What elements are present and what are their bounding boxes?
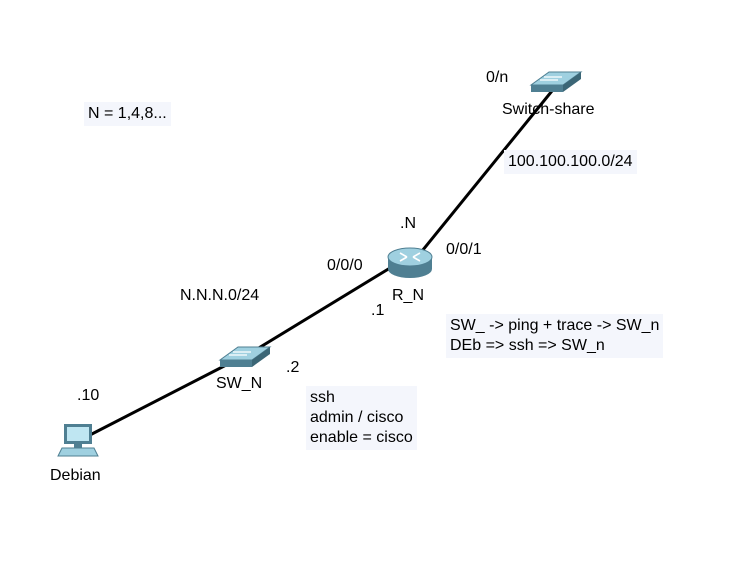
- router-addr-label: .N: [400, 215, 416, 232]
- link-sw-debian: [87, 360, 233, 438]
- note-n-values: N = 1,4,8...: [84, 102, 171, 126]
- switch-share-port-label: 0/n: [486, 69, 509, 86]
- sw-addr-label: .2: [286, 359, 300, 376]
- note-tasks: SW_ -> ping + trace -> SW_n DEb => ssh =…: [446, 314, 664, 358]
- network-label-wan: 100.100.100.0/24: [504, 150, 637, 174]
- network-label-lan: N.N.N.0/24: [180, 287, 260, 304]
- router-port-left-label: 0/0/0: [327, 257, 363, 274]
- switch-share-name-label: Switch-share: [502, 101, 595, 118]
- link-router-sw: [243, 266, 391, 359]
- router-icon[interactable]: [387, 247, 433, 278]
- note-ssh-credentials: ssh admin / cisco enable = cisco: [306, 386, 417, 450]
- note-task-line-1: SW_ -> ping + trace -> SW_n: [450, 317, 660, 334]
- link-router-switch-share: [416, 85, 558, 257]
- router-name-label: R_N: [392, 287, 425, 304]
- debian-addr-label: .10: [77, 387, 100, 404]
- note-ssh-line-3: enable = cisco: [310, 429, 413, 446]
- debian-pc-icon[interactable]: [57, 424, 99, 457]
- debian-name-label: Debian: [50, 467, 101, 484]
- sw-n-icon[interactable]: [218, 346, 272, 367]
- sw-name-label: SW_N: [216, 375, 263, 392]
- switch-share-icon[interactable]: [529, 71, 583, 92]
- router-port-right-label: 0/0/1: [446, 241, 482, 258]
- note-n-text: N = 1,4,8...: [88, 105, 167, 122]
- note-ssh-line-1: ssh: [310, 389, 335, 406]
- router-lan-addr-label: .1: [371, 302, 385, 319]
- network-wan-text: 100.100.100.0/24: [508, 153, 633, 170]
- note-ssh-line-2: admin / cisco: [310, 409, 404, 426]
- note-task-line-2: DEb => ssh => SW_n: [450, 337, 605, 354]
